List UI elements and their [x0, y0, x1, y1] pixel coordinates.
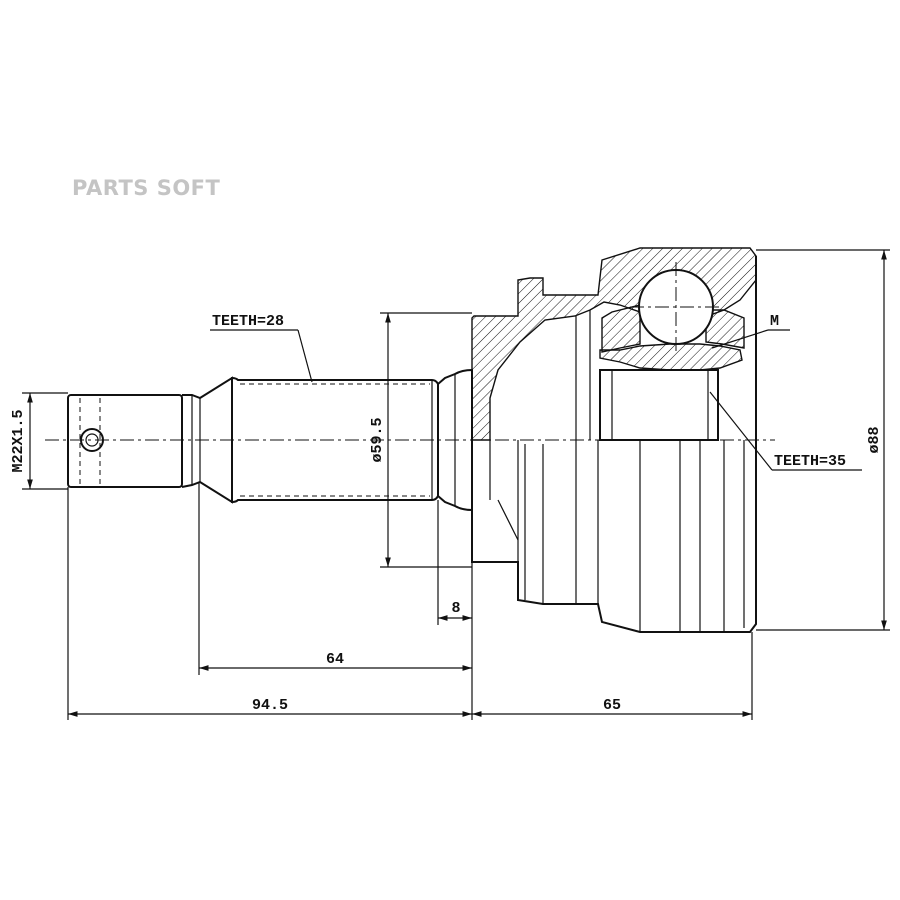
dim-thread: M22X1.5 — [10, 392, 68, 490]
housing-section — [471, 247, 757, 441]
dim-64: 64 — [198, 482, 472, 675]
leader-teeth-35: TEETH=35 — [709, 391, 862, 471]
dim-dia-shaft: ø59.5 — [369, 312, 472, 568]
watermark-text: PARTS SOFT — [72, 176, 221, 200]
dim-64-label: 64 — [326, 651, 344, 668]
dia-shaft-label: ø59.5 — [369, 417, 386, 462]
leader-teeth-28: TEETH=28 — [210, 313, 313, 383]
teeth-28-label: TEETH=28 — [212, 313, 284, 330]
threaded-end — [67, 394, 183, 488]
dim-94-5: 94.5 — [67, 487, 472, 720]
inner-bore — [575, 310, 719, 441]
dim-8-label: 8 — [451, 600, 460, 617]
thread-label: M22X1.5 — [10, 409, 27, 472]
teeth-35-label: TEETH=35 — [774, 453, 846, 470]
m-label: M — [770, 313, 779, 330]
leader-m: M — [711, 313, 790, 349]
dim-dia-housing: ø88 — [756, 249, 890, 631]
housing-exterior — [471, 256, 757, 633]
ball — [630, 262, 722, 352]
dia-housing-label: ø88 — [866, 426, 883, 453]
dim-65: 65 — [472, 632, 753, 720]
dim-8: 8 — [437, 500, 473, 720]
dim-65-label: 65 — [603, 697, 621, 714]
dim-94-5-label: 94.5 — [252, 697, 288, 714]
